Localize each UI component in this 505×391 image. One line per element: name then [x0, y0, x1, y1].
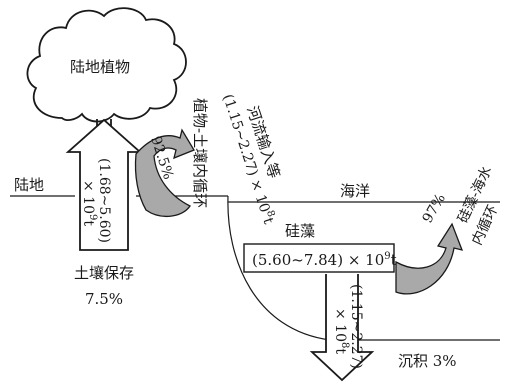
diatom-box	[243, 243, 395, 273]
plant-soil-cycle-label: 植物-土壤内循环	[191, 98, 209, 208]
diatom-value: (5.60~7.84) × 109t	[252, 251, 397, 269]
soil-storage-percent: 7.5%	[85, 290, 123, 308]
sediment-label: 沉积 3%	[398, 352, 457, 370]
diatom-cycle-arrow	[395, 222, 464, 295]
diatom-cycle-percent: 97%	[420, 191, 449, 226]
tree-crown	[26, 7, 187, 123]
sink-arrow	[309, 274, 375, 382]
plant-flux-mult: × 109t	[80, 180, 98, 226]
sink-value: (1.15~2.27)	[348, 284, 364, 369]
sink-mult: × 108t	[332, 308, 350, 354]
diatom-label: 硅藻	[285, 222, 315, 240]
plant-flux-value: (1.68~5.60)	[96, 158, 112, 243]
plant-uptake-arrow	[65, 118, 143, 251]
land-ocean-boundary	[10, 195, 500, 341]
plant-label: 陆地植物	[70, 58, 130, 76]
ocean-label: 海洋	[340, 182, 370, 200]
plant-soil-cycle-arrow	[134, 128, 195, 217]
soil-storage-label: 土壤保存	[74, 264, 134, 282]
land-label: 陆地	[14, 176, 44, 194]
